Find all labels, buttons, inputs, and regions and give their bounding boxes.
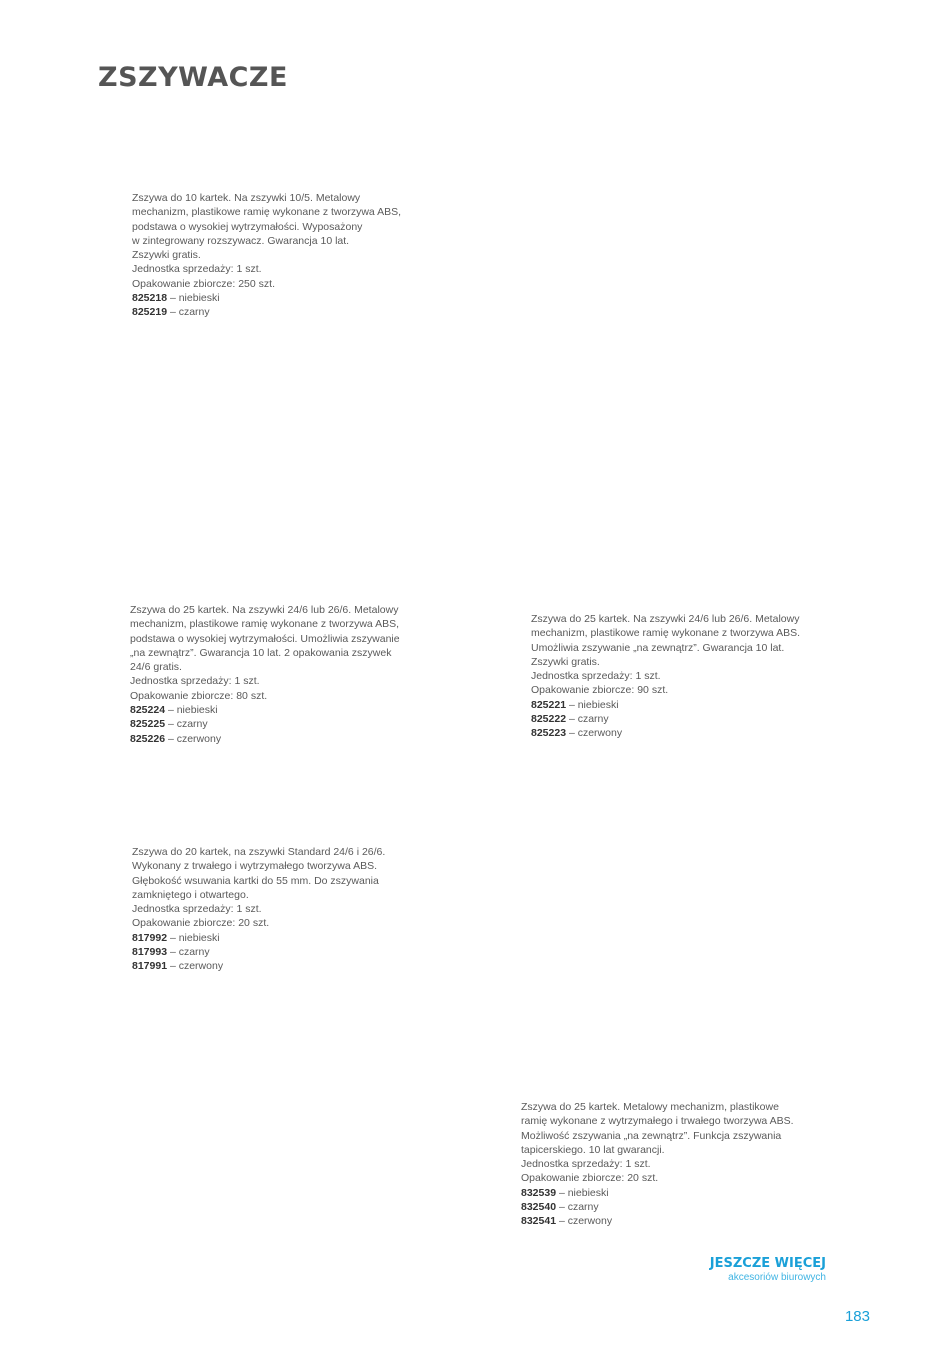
product-color: – czarny [167,946,210,959]
product-description: Zszywa do 25 kartek. Na zszywki 24/6 lub… [130,604,400,674]
product-code: 825221 [531,698,567,711]
bulk-package: Opakowanie zbiorcze: 20 szt. [521,1172,659,1185]
variant-line: 825225 – czarny [130,717,430,731]
product-code: 832540 [521,1201,557,1214]
product-code: 825219 [132,306,168,319]
product-block-1: Zszywa do 10 kartek. Na zszywki 10/5. Me… [132,191,432,320]
product-code: 817991 [132,960,168,973]
product-color: – czarny [165,718,208,731]
product-code: 825226 [130,732,166,745]
product-color: – czerwony [167,960,224,973]
variant-line: 817993 – czarny [132,945,432,959]
variant-line: 825218 – niebieski [132,291,432,305]
variant-line: 825224 – niebieski [130,703,430,717]
sales-unit: Jednostka sprzedaży: 1 szt. [521,1158,651,1171]
product-color: – czarny [167,306,210,319]
product-block-3: Zszywa do 25 kartek. Na zszywki 24/6 lub… [531,612,831,741]
variant-line: 832539 – niebieski [521,1186,821,1200]
product-code: 825225 [130,718,166,731]
product-color: – czerwony [556,1215,613,1228]
product-code: 832539 [521,1186,557,1199]
product-code: 817993 [132,946,168,959]
variant-line: 825222 – czarny [531,712,831,726]
more-heading: JESZCZE WIĘCEJ [709,1256,826,1271]
bulk-package: Opakowanie zbiorcze: 90 szt. [531,684,669,697]
sales-unit: Jednostka sprzedaży: 1 szt. [130,675,260,688]
product-color: – niebieski [566,698,619,711]
variant-line: 817991 – czerwony [132,959,432,973]
variant-line: 825226 – czerwony [130,732,430,746]
variant-line: 817992 – niebieski [132,931,432,945]
variant-line: 832540 – czarny [521,1200,821,1214]
product-color: – niebieski [165,704,218,717]
product-block-5: Zszywa do 25 kartek. Metalowy mechanizm,… [521,1100,821,1229]
page-title: ZSZYWACZE [98,62,288,93]
bulk-package: Opakowanie zbiorcze: 80 szt. [130,689,268,702]
product-code: 817992 [132,931,168,944]
product-color: – niebieski [167,292,220,305]
product-code: 825222 [531,713,567,726]
product-color: – czerwony [165,732,222,745]
product-color: – niebieski [167,931,220,944]
more-accessories-link[interactable]: JESZCZE WIĘCEJ akcesoriów biurowych [710,1256,826,1283]
variant-line: 825221 – niebieski [531,698,831,712]
bulk-package: Opakowanie zbiorcze: 20 szt. [132,917,270,930]
product-code: 832541 [521,1215,557,1228]
page-number: 183 [844,1308,870,1325]
product-block-2: Zszywa do 25 kartek. Na zszywki 24/6 lub… [130,603,430,746]
product-code: 825223 [531,727,567,740]
product-description: Zszywa do 20 kartek, na zszywki Standard… [132,846,386,901]
sales-unit: Jednostka sprzedaży: 1 szt. [132,263,262,276]
sales-unit: Jednostka sprzedaży: 1 szt. [531,670,661,683]
bulk-package: Opakowanie zbiorcze: 250 szt. [132,277,275,290]
sales-unit: Jednostka sprzedaży: 1 szt. [132,903,262,916]
product-code: 825224 [130,704,166,717]
product-color: – czarny [566,713,609,726]
product-color: – czerwony [566,727,623,740]
product-color: – czarny [556,1201,599,1214]
product-code: 825218 [132,292,168,305]
product-description: Zszywa do 25 kartek. Metalowy mechanizm,… [521,1101,794,1156]
variant-line: 832541 – czerwony [521,1214,821,1228]
product-block-4: Zszywa do 20 kartek, na zszywki Standard… [132,845,432,974]
variant-line: 825219 – czarny [132,305,432,319]
product-description: Zszywa do 10 kartek. Na zszywki 10/5. Me… [132,192,402,262]
variant-line: 825223 – czerwony [531,726,831,740]
more-subheading: akcesoriów biurowych [728,1272,826,1283]
product-description: Zszywa do 25 kartek. Na zszywki 24/6 lub… [531,613,801,668]
product-color: – niebieski [556,1186,609,1199]
